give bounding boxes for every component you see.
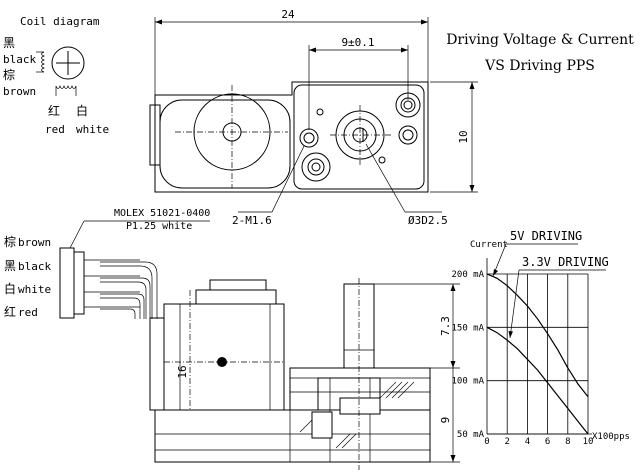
motor-housing-outline [154,81,429,193]
x-tick-label: 0 [484,437,489,447]
coil-rotor-circle [51,46,85,80]
wire-black [100,277,151,319]
gear-top-right [395,92,421,118]
motor-cap [195,289,277,305]
screw-hole-left [299,128,319,148]
series-line-5v [486,273,589,398]
molex-connector [59,247,75,319]
wire-label-cn: 红 [4,304,16,319]
coil-wire-label-cn: 棕 [3,67,15,82]
wire-label: brown [18,236,51,249]
y-tick-label: 100 mA [451,377,484,387]
x-tick-label: 10 [583,437,594,447]
series-leader-3v3 [509,269,520,339]
series-line-3v3 [486,326,589,435]
dimension-base: 9 [439,417,452,424]
wire-brown [100,261,158,319]
wire-label: white [18,283,51,296]
connector-assembly: MOLEX 51021-0400 P1.25 white 棕 brown 黑 b… [4,208,210,319]
top-view: 24 9±0.1 [149,8,478,227]
motor-terminal-block [149,317,165,411]
wire-label: black [18,260,51,273]
dimension-shaft: 7.3 [439,316,452,336]
x-tick-label: 4 [525,437,530,447]
wire-label-cn: 棕 [4,234,16,249]
dimension-motor: 16 [176,365,189,378]
motor-housing [159,99,291,189]
wire-label-cn: 黑 [4,259,16,273]
wire-label-cn: 白 [4,281,16,296]
dimension-spacing: 9±0.1 [341,36,374,49]
coil-wire-label: brown [3,85,36,98]
coil-diagram-title: Coil diagram [20,15,100,28]
coil-wire-label: black [3,53,36,66]
coil-wire-label: white [76,123,109,136]
callout-shaft: Ø3D2.5 [408,214,448,227]
wire-label: red [18,306,38,319]
motor-center-mark [217,357,227,367]
leader-shaft [365,143,406,213]
chart-title-line1: Driving Voltage & Current [446,32,634,48]
coil-wire-label-cn: 白 [76,103,88,118]
current-vs-pps-chart: 0 2 4 6 8 10 50 mA 100 mA 150 mA 200 mA Current X… [451,229,629,447]
wire-white [100,293,145,319]
series-label-3v3: 3.3V DRIVING [522,255,609,269]
chart-title-line2: VS Driving PPS [484,58,595,74]
coil-diagram: Coil diagram 黑 black 棕 brown 红 白 red whi… [3,15,109,136]
gearbox-plate [293,84,425,190]
coil-winding-left [41,51,45,73]
dimension-height: 10 [457,130,470,143]
motor-tab [149,104,161,166]
coil-wire-label: red [45,123,65,136]
gear-bottom-left [301,152,331,182]
wire-red [100,308,136,319]
callout-screw: 2-M1.6 [232,214,272,227]
y-tick-label: 50 mA [457,430,485,440]
leader-screw [271,145,305,213]
gearbox-base [154,409,431,463]
x-axis-label: X100pps [592,432,630,442]
coil-winding-bottom [55,85,77,89]
x-tick-label: 6 [545,437,550,447]
connector-part-number: MOLEX 51021-0400 [114,208,210,219]
coil-wire-label-cn: 黑 [3,36,15,50]
side-view: 16 7.3 9 [149,278,460,470]
y-tick-label: 150 mA [451,323,484,333]
connector-leader [69,220,85,249]
y-tick-label: 200 mA [451,270,484,280]
connector-pitch: P1.25 white [126,221,192,232]
screw-hole-right [398,125,418,145]
series-label-5v: 5V DRIVING [510,229,582,243]
dimension-total: 24 [281,8,295,21]
y-axis-label: Current [470,240,508,250]
x-tick-label: 2 [504,437,509,447]
x-tick-label: 8 [565,437,570,447]
motor-body [163,303,285,411]
coil-wire-label-cn: 红 [48,103,60,118]
